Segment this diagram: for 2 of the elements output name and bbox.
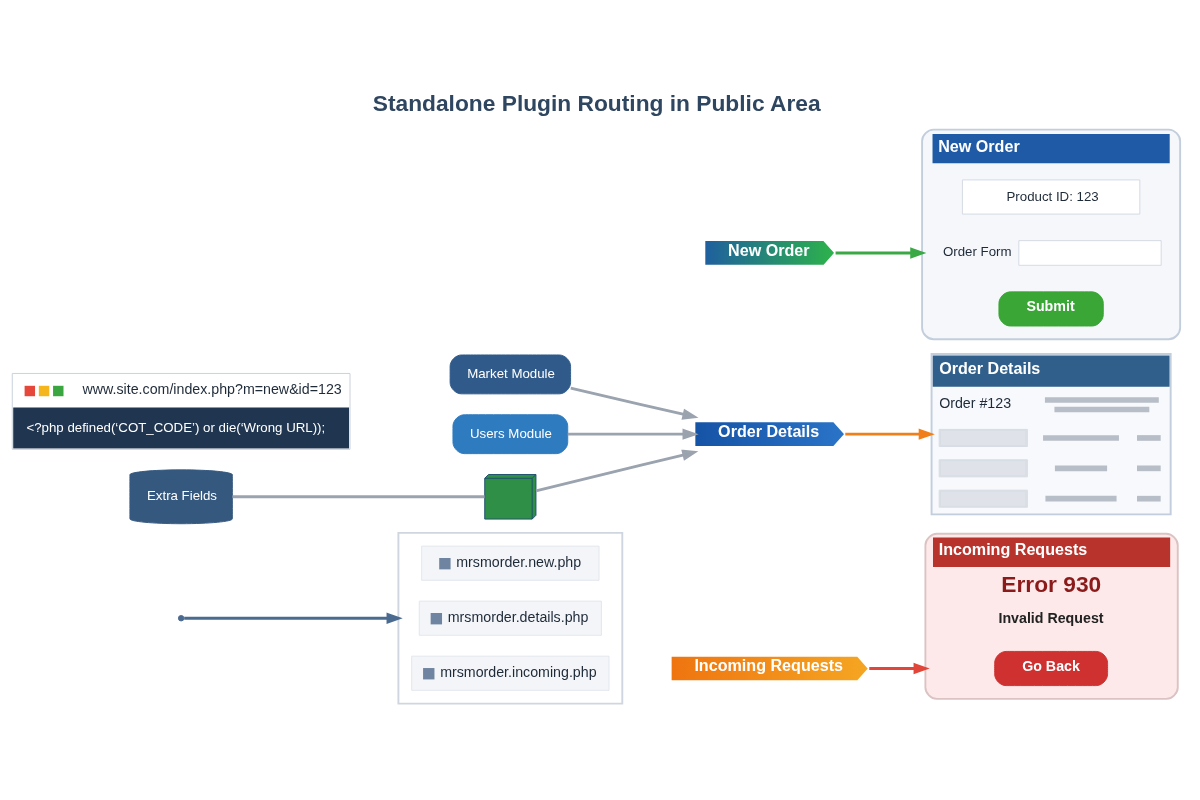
diagram-title: Standalone Plugin Routing in Public Area xyxy=(372,89,821,116)
node-label: Order Form xyxy=(942,243,1012,259)
